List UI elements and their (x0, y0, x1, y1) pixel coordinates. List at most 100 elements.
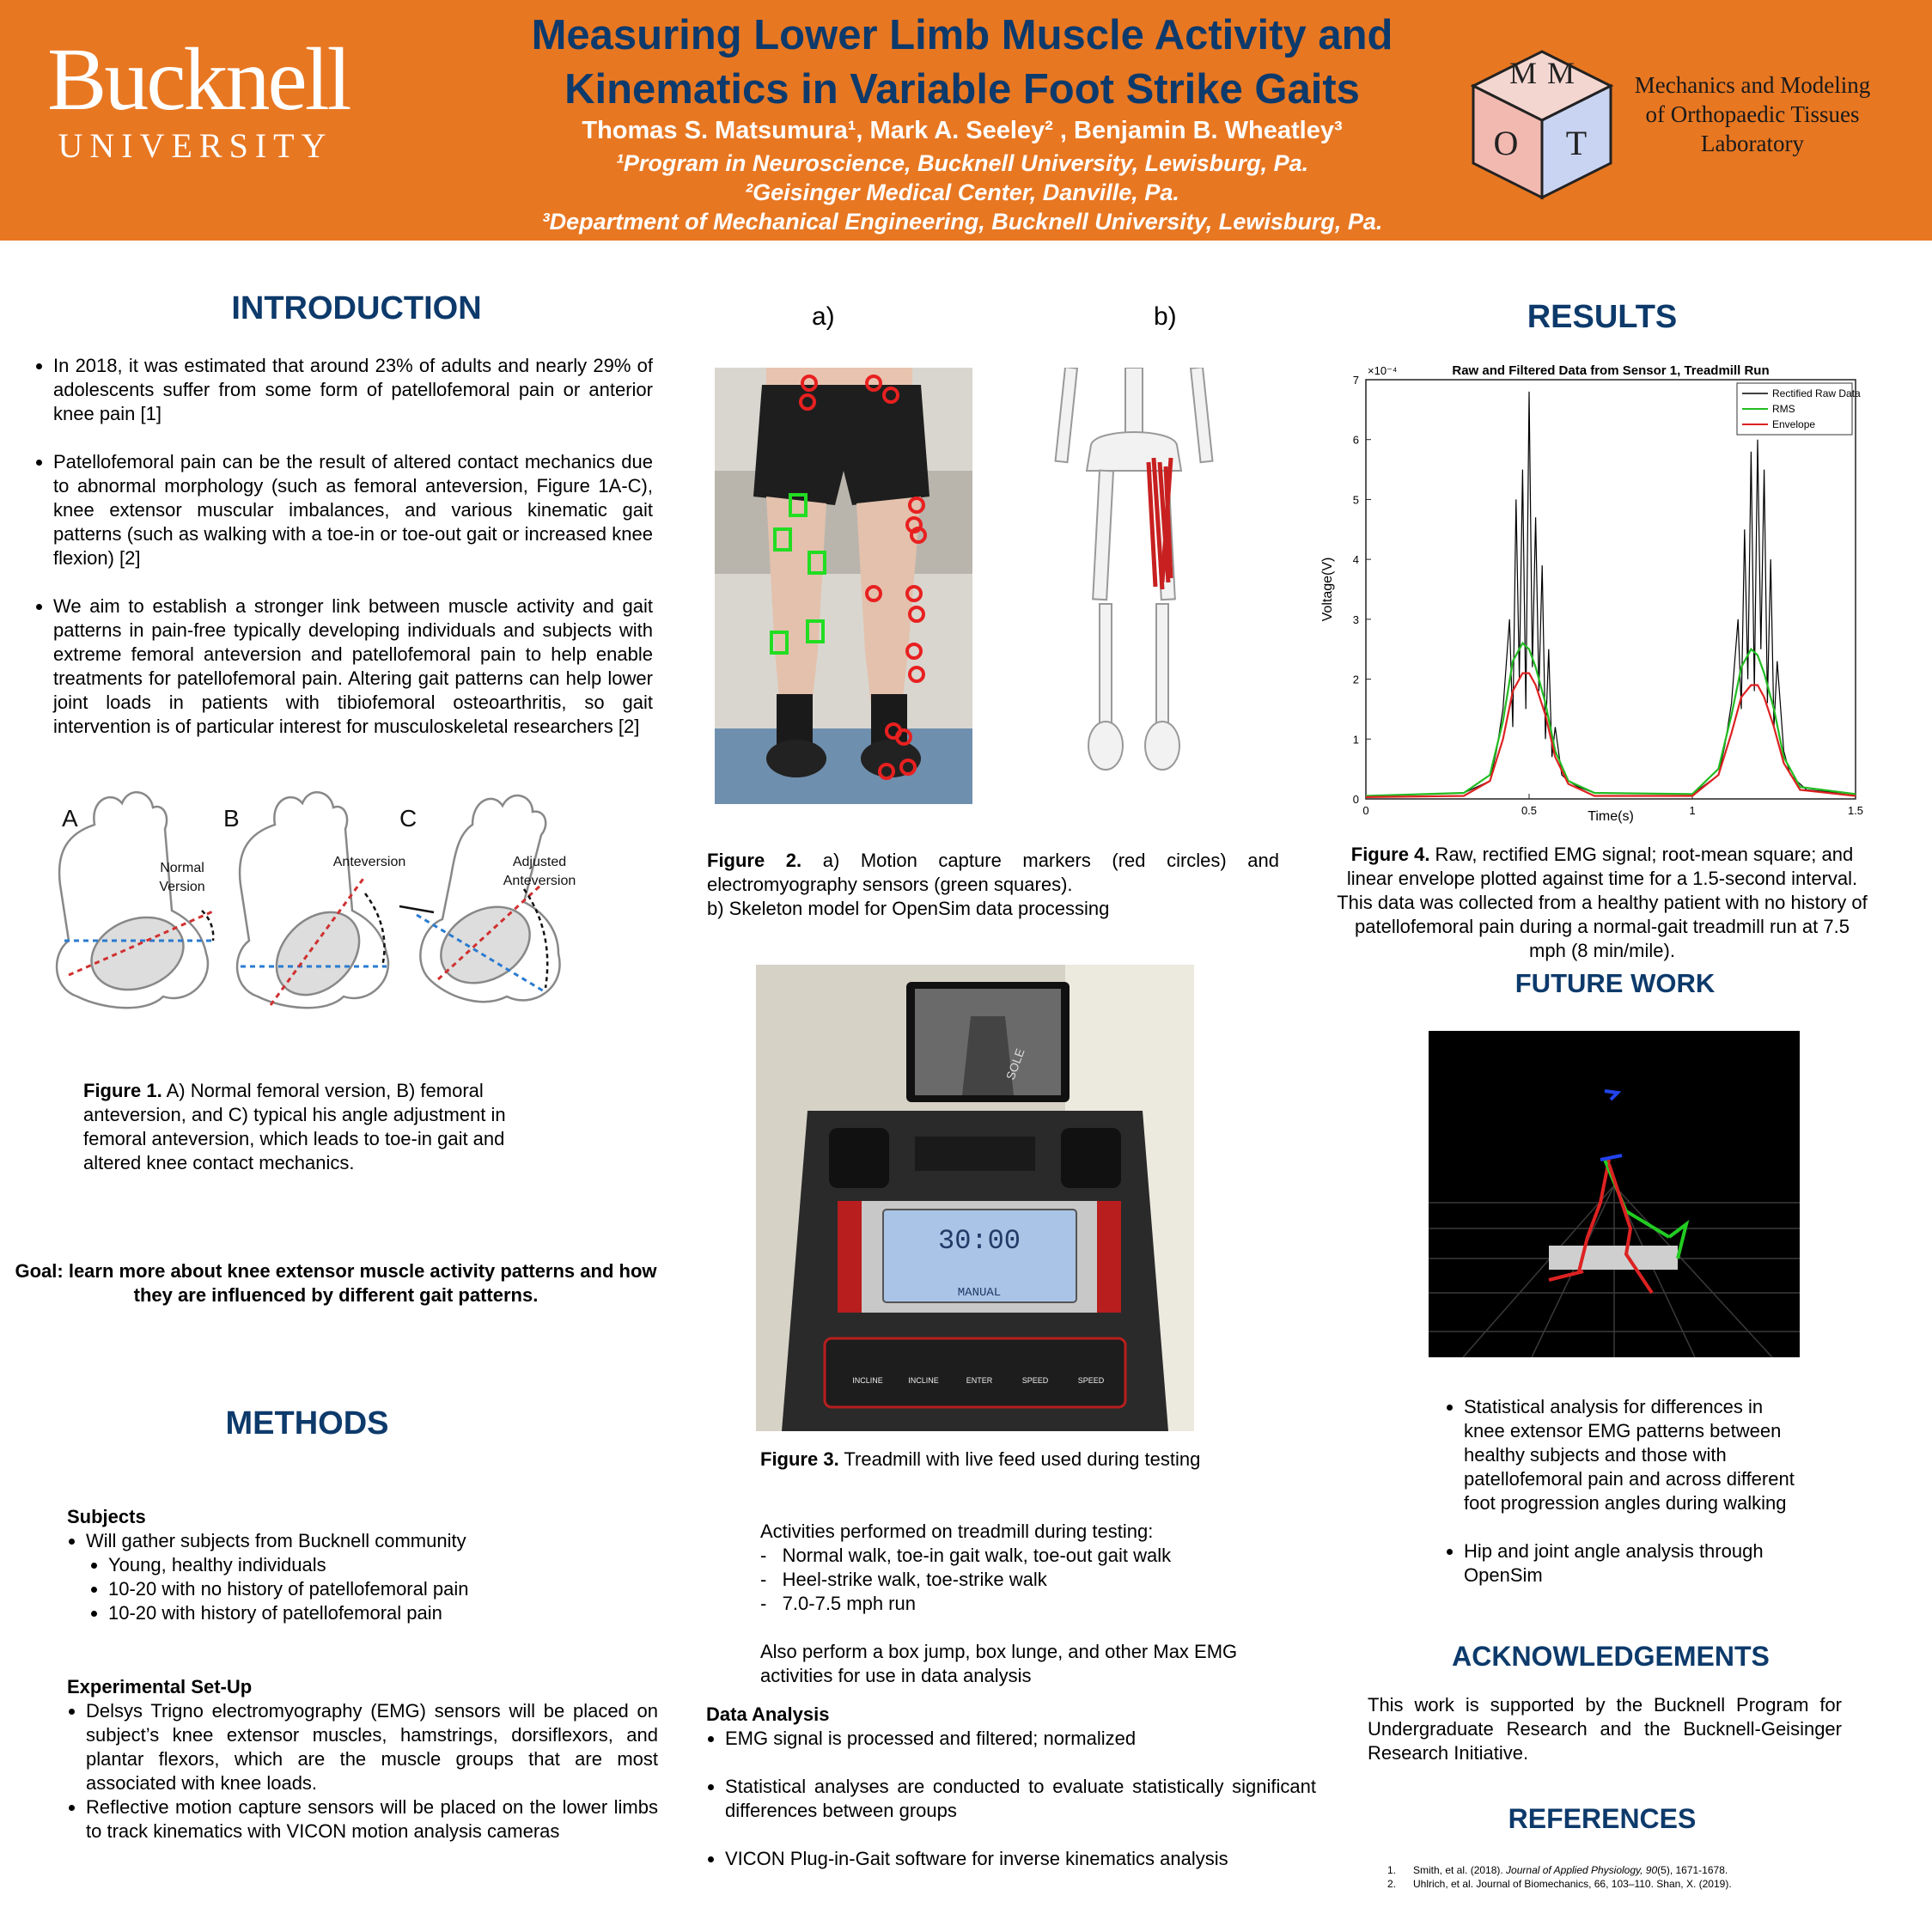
title-line-1: Measuring Lower Limb Muscle Activity and (531, 12, 1393, 58)
figure-1-caption-text: A) Normal femoral version, B) femoral an… (83, 1080, 506, 1173)
subjects-bullet: Will gather subjects from Bucknell commu… (86, 1529, 660, 1553)
references-list: 1.Smith, et al. (2018). Journal of Appli… (1387, 1863, 1911, 1891)
cube-letter-2: M (1547, 56, 1575, 90)
figure-2-caption-line-2: b) Skeleton model for OpenSim data proce… (707, 898, 1110, 919)
left-femur (1092, 469, 1115, 601)
lcd-mode: MANUAL (958, 1286, 1001, 1300)
figure-2-caption: Figure 2. a) Motion capture markers (red… (707, 849, 1279, 921)
logo-wordmark: Bucknell (47, 30, 351, 129)
activity-1: - Normal walk, toe-in gait walk, toe-out… (760, 1545, 1172, 1566)
left-arm (1054, 368, 1079, 464)
figure-1-caption: Figure 1. A) Normal femoral version, B) … (83, 1079, 552, 1175)
legend-raw: Rectified Raw Data (1772, 387, 1861, 399)
y-multiplier: ×10⁻⁴ (1368, 364, 1398, 377)
max-emg-activities: Also perform a box jump, box lunge, and … (760, 1641, 1238, 1686)
chart-title: Raw and Filtered Data from Sensor 1, Tre… (1452, 363, 1769, 378)
reference-1-authors: Smith, et al. (2018). (1413, 1864, 1507, 1876)
future-bullet-2: Hip and joint angle analysis through Ope… (1464, 1539, 1806, 1588)
data-analysis-bullet-3: VICON Plug-in-Gait software for inverse … (725, 1847, 1316, 1871)
angle-arc-a (201, 910, 215, 942)
x-axis-label: Time(s) (1588, 809, 1634, 824)
methods-subjects: Subjects Will gather subjects from Buckn… (67, 1505, 660, 1625)
figure-4-caption-label: Figure 4. (1350, 844, 1430, 865)
activity-3: - 7.0-7.5 mph run (760, 1593, 916, 1614)
references-heading: REFERENCES (1508, 1803, 1697, 1834)
subjects-sub-1: Young, healthy individuals (108, 1553, 660, 1577)
label-version: Version (159, 880, 204, 894)
poster-title: Measuring Lower Limb Muscle Activity and… (481, 9, 1443, 117)
authors: Thomas S. Matsumura¹, Mark A. Seeley² , … (582, 117, 1343, 144)
btn-incline-down: INCLINE (852, 1376, 883, 1385)
figure-3-caption-text: Treadmill with live feed used during tes… (838, 1448, 1201, 1470)
subjects-sub-2: 10-20 with no history of patellofemoral … (108, 1577, 660, 1601)
intro-bullet-1: In 2018, it was estimated that around 23… (53, 354, 653, 426)
lab-name-line-2: of Orthopaedic Tissues (1645, 101, 1860, 127)
future-work-text: Statistical analysis for differences in … (1445, 1395, 1806, 1612)
data-analysis-heading: Data Analysis (706, 1703, 830, 1725)
panel-label-c: C (399, 805, 417, 832)
label-adjusted: Adjusted (513, 855, 566, 869)
figure-1-caption-label: Figure 1. (83, 1080, 162, 1101)
results-heading: RESULTS (1527, 299, 1678, 335)
shorts (753, 385, 929, 505)
left-leg (766, 497, 826, 728)
legend-rms: RMS (1772, 403, 1795, 415)
reference-2: 2.Uhlrich, et al. Journal of Biomechanic… (1387, 1877, 1911, 1891)
x-tick-label: 1.5 (1848, 804, 1863, 817)
y-tick-label: 0 (1353, 793, 1359, 806)
panel-b: B Anteversion (223, 791, 405, 1009)
y-tick-label: 3 (1353, 613, 1359, 626)
figure-2-caption-label: Figure 2. (707, 850, 802, 871)
activity-2-text: Heel-strike walk, toe-strike walk (782, 1569, 1047, 1590)
figure-3-caption-label: Figure 3. (760, 1448, 839, 1470)
intro-bullet-3: We aim to establish a stronger link betw… (53, 594, 653, 739)
y-tick-label: 5 (1353, 493, 1359, 506)
mocap-markers (799, 375, 927, 780)
force-plates (1549, 1246, 1678, 1270)
y-axis-label: Voltage(V) (1320, 558, 1335, 622)
title-line-2: Kinematics in Variable Foot Strike Gaits (564, 66, 1360, 113)
subjects-heading: Subjects (67, 1506, 146, 1527)
introduction-text: In 2018, it was estimated that around 23… (34, 354, 653, 763)
right-tibia (1155, 603, 1169, 725)
series-line-rectified-raw-data (1365, 391, 1856, 797)
right-shoe (861, 740, 921, 777)
subjects-sub-3: 10-20 with history of patellofemoral pai… (108, 1601, 660, 1625)
foot-a (55, 791, 210, 1009)
label-normal: Normal (160, 861, 204, 875)
right-foot (1144, 721, 1180, 771)
affiliation-1: ¹Program in Neuroscience, Bucknell Unive… (615, 150, 1309, 176)
lab-name-line-3: Laboratory (1701, 131, 1804, 156)
floor-grid (1429, 1185, 1800, 1357)
series-line-envelope (1365, 672, 1856, 798)
btn-enter: ENTER (966, 1376, 993, 1385)
cube-letter-1: M (1509, 56, 1537, 90)
motion-capture-photo (715, 368, 972, 804)
emg-chart: Raw and Filtered Data from Sensor 1, Tre… (1320, 363, 1863, 824)
reference-2-text: Uhlrich, et al. Journal of Biomechanics,… (1413, 1878, 1732, 1890)
muscle-model (1146, 457, 1173, 590)
x-tick-label: 0.5 (1521, 804, 1537, 817)
data-analysis-bullet-1: EMG signal is processed and filtered; no… (725, 1727, 1316, 1751)
x-tick-label: 0 (1362, 804, 1368, 817)
methods-heading: METHODS (225, 1405, 389, 1441)
btn-speed-up: SPEED (1078, 1376, 1105, 1385)
figure-4-caption: Figure 4. Raw, rectified EMG signal; roo… (1336, 843, 1868, 963)
series-line-rms (1365, 641, 1856, 797)
lcd-time: 30:00 (938, 1225, 1021, 1257)
cube-letter-3: O (1494, 124, 1519, 162)
acknowledgements-heading: ACKNOWLEDGEMENTS (1452, 1641, 1770, 1672)
acknowledgements-text: This work is supported by the Bucknell P… (1368, 1694, 1842, 1764)
figure-4-caption-text: Raw, rectified EMG signal; root-mean squ… (1337, 844, 1868, 961)
left-sock (777, 694, 813, 746)
logo-university: UNIVERSITY (58, 126, 333, 165)
cube-right-face (1540, 83, 1612, 200)
setup-bullet-2: Reflective motion capture sensors will b… (86, 1795, 658, 1844)
activity-3-text: 7.0-7.5 mph run (782, 1593, 916, 1614)
button-panel (823, 1337, 1127, 1409)
reference-1: 1.Smith, et al. (2018). Journal of Appli… (1387, 1863, 1911, 1877)
left-shoe (766, 740, 826, 777)
treadmill-photo: SOLE 30:00 MANUAL INCLINE INCLINE ENTER … (756, 965, 1194, 1431)
left-tibia (1099, 603, 1112, 725)
